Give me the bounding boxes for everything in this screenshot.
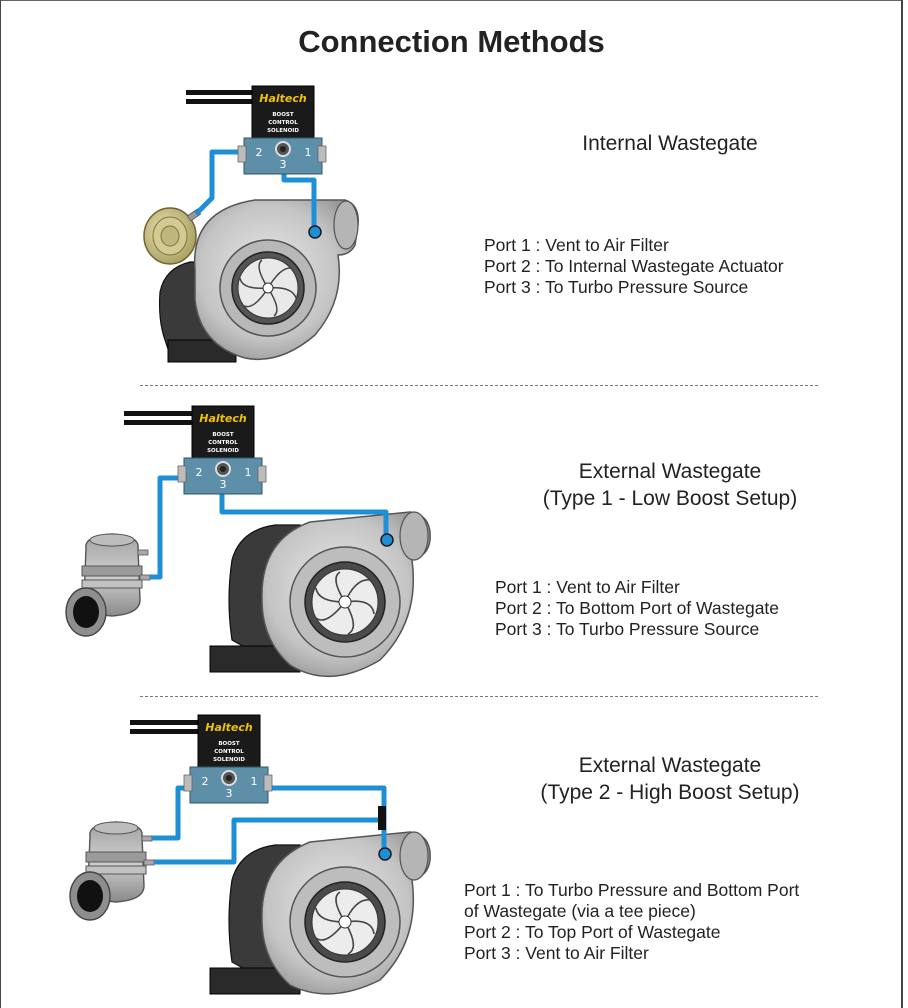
section-3-solenoid-label-3: SOLENOID bbox=[213, 757, 245, 763]
section-3-tee-piece bbox=[378, 806, 386, 830]
section-2-solenoid-brand: Haltech bbox=[199, 412, 247, 425]
section-3-solenoid-label-2: CONTROL bbox=[214, 749, 244, 755]
section-3-boost-solenoid: Haltech BOOST CONTROL SOLENOID 2 3 1 bbox=[183, 714, 273, 804]
section-2-port-1: Port 1 : Vent to Air Filter bbox=[495, 577, 680, 597]
section-3-solenoid-port-1: 1 bbox=[251, 775, 258, 788]
section-2-solenoid-port-1: 1 bbox=[245, 466, 252, 479]
section-1-solenoid-label-1: BOOST bbox=[272, 112, 294, 118]
section-3-port-2: Port 2 : To Top Port of Wastegate bbox=[464, 922, 721, 942]
section-2-wire bbox=[124, 420, 194, 425]
section-1-solenoid-port-1: 1 bbox=[305, 146, 312, 159]
section-1-pressure-port bbox=[308, 225, 322, 239]
section-3-heading-line-1: External Wastegate bbox=[578, 754, 762, 777]
section-1-solenoid-port-2: 2 bbox=[256, 146, 263, 159]
section-1-port-list: Port 1 : Vent to Air Filter Port 2 : To … bbox=[484, 235, 784, 298]
section-1-port-1: Port 1 : Vent to Air Filter bbox=[484, 235, 669, 255]
section-2-wire bbox=[124, 411, 194, 416]
section-2-solenoid-port-2: 2 bbox=[196, 466, 203, 479]
section-2-solenoid-label-3: SOLENOID bbox=[207, 448, 239, 454]
section-3-solenoid-label-1: BOOST bbox=[218, 741, 240, 747]
section-2-heading: External Wastegate (Type 1 - Low Boost S… bbox=[500, 458, 840, 512]
section-divider-1 bbox=[140, 385, 818, 386]
section-2-heading-line-1: External Wastegate bbox=[578, 460, 762, 483]
section-2-pressure-port bbox=[380, 533, 394, 547]
section-3-port-3: Port 3 : Vent to Air Filter bbox=[464, 943, 649, 963]
section-3-heading: External Wastegate (Type 2 - High Boost … bbox=[500, 752, 840, 806]
section-1-port-2: Port 2 : To Internal Wastegate Actuator bbox=[484, 256, 784, 276]
section-1-wire bbox=[186, 99, 253, 104]
section-2-port-list: Port 1 : Vent to Air Filter Port 2 : To … bbox=[495, 577, 779, 640]
section-3-wire bbox=[130, 729, 200, 734]
frame-right-border bbox=[901, 0, 903, 1008]
section-1-port-3: Port 3 : To Turbo Pressure Source bbox=[484, 277, 749, 297]
section-1-solenoid-port-3: 3 bbox=[280, 158, 287, 171]
section-2-hose-port-2 bbox=[150, 475, 184, 580]
section-1-diagram: Haltech BOOST CONTROL SOLENOID 2 3 1 bbox=[143, 85, 359, 363]
section-2-solenoid-label-2: CONTROL bbox=[208, 440, 238, 446]
section-1-solenoid-brand: Haltech bbox=[259, 92, 307, 105]
section-3-hose-port-2 bbox=[152, 785, 190, 841]
frame-top-border bbox=[0, 0, 903, 1]
section-1-hose-port-2 bbox=[194, 149, 246, 216]
section-3-diagram: Haltech BOOST CONTROL SOLENOID 2 3 1 bbox=[69, 714, 431, 995]
section-2-solenoid-label-1: BOOST bbox=[212, 432, 234, 438]
section-1-heading-line: Internal Wastegate bbox=[582, 132, 758, 155]
page-title: Connection Methods bbox=[298, 24, 605, 59]
section-1-wire bbox=[186, 90, 253, 95]
section-2-boost-solenoid: Haltech BOOST CONTROL SOLENOID 2 3 1 bbox=[177, 405, 267, 495]
section-2-diagram: Haltech BOOST CONTROL SOLENOID 2 3 1 bbox=[65, 405, 431, 678]
section-3-pressure-port bbox=[378, 847, 392, 861]
section-3-solenoid-brand: Haltech bbox=[205, 721, 253, 734]
section-3-port-1a: Port 1 : To Turbo Pressure and Bottom Po… bbox=[464, 880, 800, 900]
section-1-solenoid-label-2: CONTROL bbox=[268, 120, 298, 126]
section-3-port-1b: of Wastegate (via a tee piece) bbox=[464, 901, 696, 921]
section-2-external-wastegate bbox=[65, 533, 151, 637]
frame-left-border bbox=[0, 0, 1, 1008]
section-2-solenoid-port-3: 3 bbox=[220, 478, 227, 491]
section-3-heading-line-2: (Type 2 - High Boost Setup) bbox=[540, 781, 800, 804]
section-1-heading: Internal Wastegate bbox=[520, 130, 820, 157]
section-3-solenoid-port-3: 3 bbox=[226, 787, 233, 800]
section-3-wire bbox=[130, 720, 200, 725]
section-2-flange bbox=[209, 645, 301, 673]
section-1-solenoid-label-3: SOLENOID bbox=[267, 128, 299, 134]
section-divider-2 bbox=[140, 696, 818, 697]
section-3-port-list: Port 1 : To Turbo Pressure and Bottom Po… bbox=[464, 880, 799, 964]
section-2-port-3: Port 3 : To Turbo Pressure Source bbox=[495, 619, 760, 639]
section-3-solenoid-port-2: 2 bbox=[202, 775, 209, 788]
section-2-heading-line-2: (Type 1 - Low Boost Setup) bbox=[542, 487, 798, 510]
section-3-hose-wastegate-bottom bbox=[154, 817, 380, 865]
section-3-flange bbox=[209, 967, 301, 995]
section-3-hose-port-1 bbox=[262, 785, 387, 852]
section-3-external-wastegate bbox=[69, 821, 155, 921]
section-2-hose-port-3 bbox=[219, 494, 389, 538]
section-2-port-2: Port 2 : To Bottom Port of Wastegate bbox=[495, 598, 780, 618]
section-1-boost-solenoid: Haltech BOOST CONTROL SOLENOID 2 3 1 bbox=[237, 85, 327, 175]
